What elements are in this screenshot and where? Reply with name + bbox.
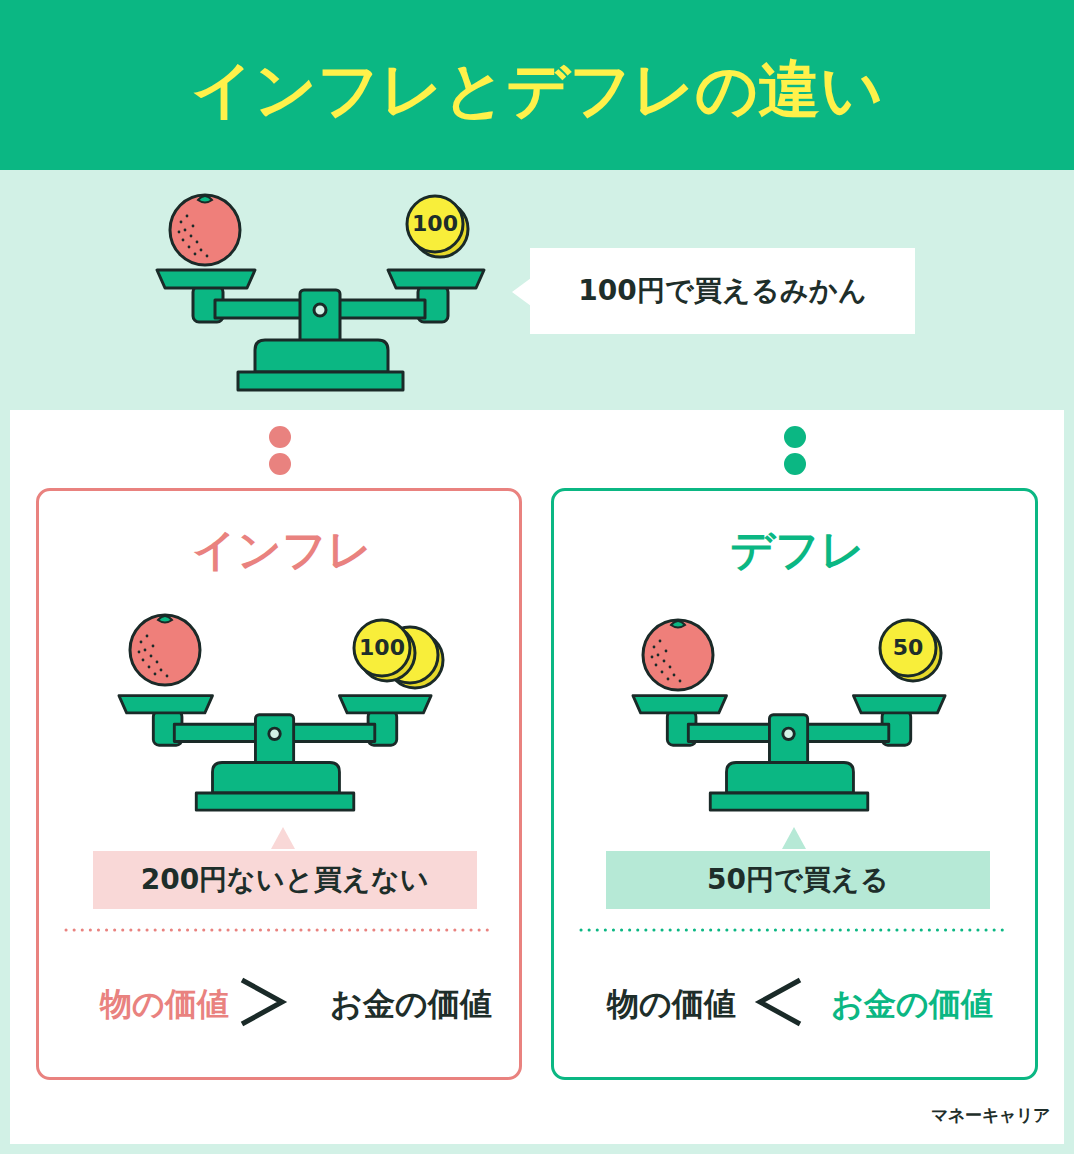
comparison-text: お金の価値 (301, 976, 521, 1032)
deflation-panel: デフレ物の価値お金の価値 50円で買える (551, 488, 1038, 1080)
callout-pointer (512, 278, 531, 306)
panel-heading: デフレ (554, 519, 1041, 581)
callout-box: 200円ないと買えない (93, 851, 477, 909)
callout-pointer (782, 827, 806, 849)
coin-value: 100 (403, 209, 467, 239)
callout-text: 100円で買えるみかん (530, 248, 915, 334)
greater-than-sign (242, 980, 282, 1024)
orange-fruit (130, 615, 200, 685)
panel-heading: インフレ (39, 519, 525, 581)
callout-pointer (271, 827, 295, 849)
dotted-divider (581, 929, 1009, 932)
dot (784, 426, 806, 448)
callout-box: 100円で買えるみかん (530, 248, 915, 334)
dot (269, 453, 291, 475)
comparison-text: 物の価値 (69, 976, 259, 1032)
dotted-divider (66, 929, 494, 932)
balance-scale (157, 270, 484, 390)
orange-fruit (170, 195, 240, 265)
orange-fruit (643, 620, 713, 690)
lower-area (10, 410, 1064, 1144)
comparison-text: お金の価値 (802, 976, 1022, 1032)
inflation-panel: インフレ物の価値お金の価値 200円ないと買えない (36, 488, 522, 1080)
balance-scale (633, 696, 945, 811)
dot (269, 426, 291, 448)
callout-text: 200円ないと買えない (93, 851, 477, 909)
coin-value: 100 (350, 633, 414, 663)
watermark: マネーキャリア (860, 1102, 1050, 1128)
title: インフレとデフレの違い (0, 38, 1074, 142)
callout-text: 50円で買える (606, 851, 990, 909)
callout-box: 50円で買える (606, 851, 990, 909)
balance-scale (119, 696, 431, 811)
comparison-text: 物の価値 (576, 976, 766, 1032)
dot (784, 453, 806, 475)
coin-value: 50 (876, 633, 940, 663)
less-than-sign (760, 980, 800, 1024)
